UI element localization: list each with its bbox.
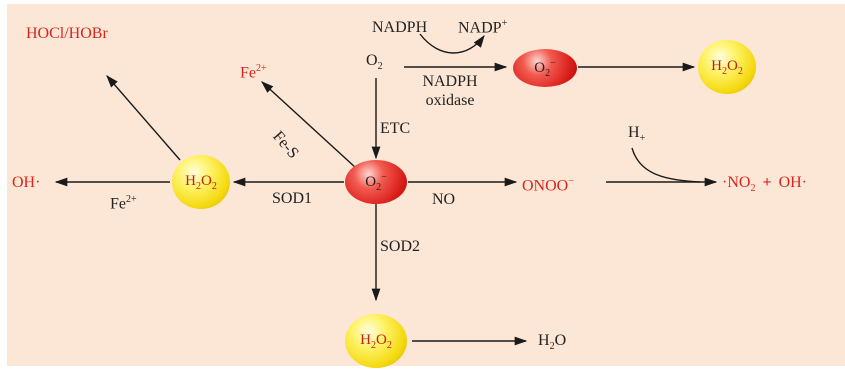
arrow-h2o2-to-hocl	[106, 75, 181, 161]
superoxide-center-node: O2−	[345, 160, 407, 204]
fe2-left-label: Fe2+	[110, 194, 137, 213]
h2o2-top-node: H2O2	[698, 40, 756, 94]
arrow-superoxide-to-fe2	[261, 81, 357, 169]
o2-label: O2	[366, 52, 383, 73]
nadph-oxidase-label: NADPH oxidase	[422, 73, 478, 109]
arrow-h-plus-curve	[631, 147, 701, 183]
oh-right-label: OH·	[778, 174, 807, 191]
sod1-label: SOD1	[272, 190, 313, 207]
nadp-label: NADP+	[458, 18, 508, 37]
onoo-label: ONOO−	[522, 176, 574, 195]
arrow-nadph-curve	[419, 33, 485, 54]
h2o2-bottom-node: H2O2	[345, 314, 407, 368]
hocl-hobr-label: HOCl/HOBr	[26, 25, 108, 42]
fe2-label: Fe2+	[240, 63, 267, 82]
h2o-label: H2O	[538, 332, 567, 353]
oh-left-label: OH·	[12, 174, 41, 191]
sod2-label: SOD2	[380, 238, 421, 255]
etc-label: ETC	[380, 120, 411, 137]
superoxide-top-node: O2−	[513, 49, 577, 87]
nadph-label: NADPH	[372, 19, 428, 36]
plus-sign: +	[762, 174, 772, 191]
h-plus-label: H+	[628, 124, 646, 145]
no-label: NO	[432, 191, 456, 208]
h2o2-left-node: H2O2	[172, 155, 230, 209]
no2-label: ·NO2 + OH·	[722, 174, 807, 195]
